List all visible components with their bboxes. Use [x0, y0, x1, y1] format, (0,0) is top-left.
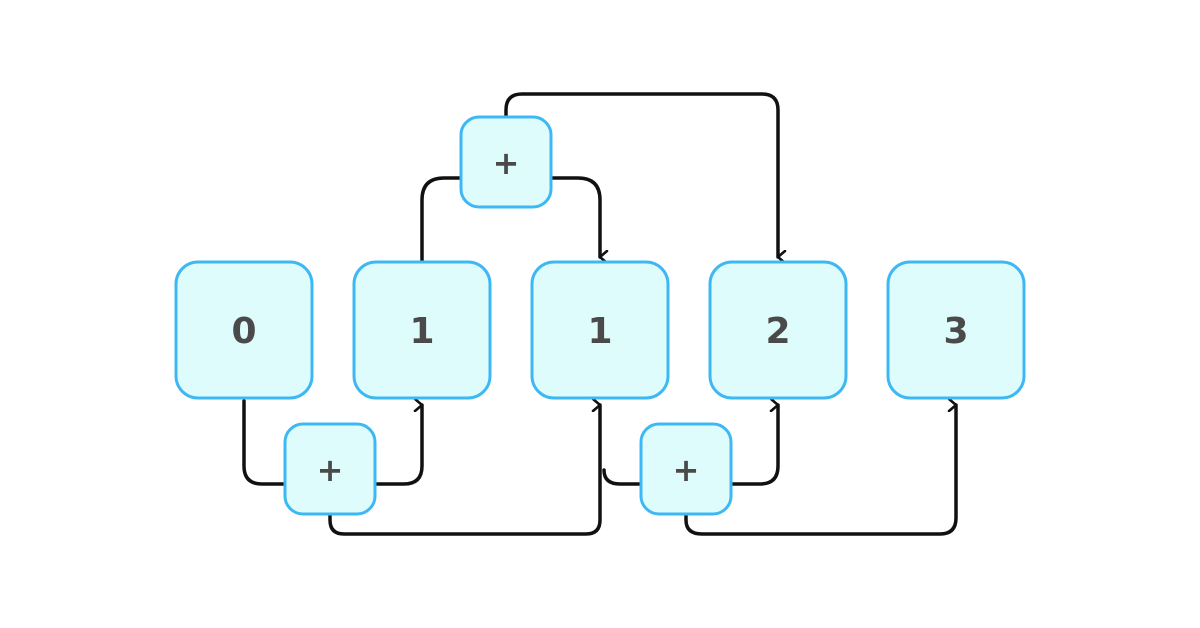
node-0: 0 [174, 260, 314, 400]
connector-node0-to-op-bottom-left [242, 399, 286, 486]
node-label: 0 [231, 311, 256, 352]
node-4: 3 [886, 260, 1026, 400]
node-1: 1 [352, 260, 492, 400]
connector-op-top-to-node2 [548, 176, 600, 257]
plus-icon: + [493, 144, 520, 182]
node-box [886, 260, 1026, 400]
connectors [242, 92, 958, 536]
plus-icon: + [673, 451, 700, 489]
node-label: 3 [943, 311, 968, 352]
connector-op-bottom-left-to-node2 [328, 405, 602, 536]
op-box [283, 422, 377, 516]
node-box [174, 260, 314, 400]
connector-op-bottom-left-to-node1 [372, 405, 424, 486]
op-bottom-right: + [639, 422, 733, 516]
node-label: 1 [409, 311, 434, 352]
connector-op-bottom-right-to-node3 [728, 405, 780, 486]
op-bottom-left: + [283, 422, 377, 516]
op-box [459, 115, 553, 209]
node-box [708, 260, 848, 400]
plus-icon: + [317, 451, 344, 489]
node-label: 2 [765, 311, 790, 352]
node-label: 1 [587, 311, 612, 352]
connector-op-bottom-right-to-node4 [684, 405, 958, 536]
connector-node2-to-op-bottom-right [602, 468, 642, 486]
connector-node1-to-op-top [420, 176, 464, 264]
node-box [352, 260, 492, 400]
node-box [530, 260, 670, 400]
node-2: 1 [530, 260, 670, 400]
connector-node2-via-op-top-to-node3 [504, 92, 778, 257]
node-3: 2 [708, 260, 848, 400]
op-box [639, 422, 733, 516]
op-top: + [459, 115, 553, 209]
